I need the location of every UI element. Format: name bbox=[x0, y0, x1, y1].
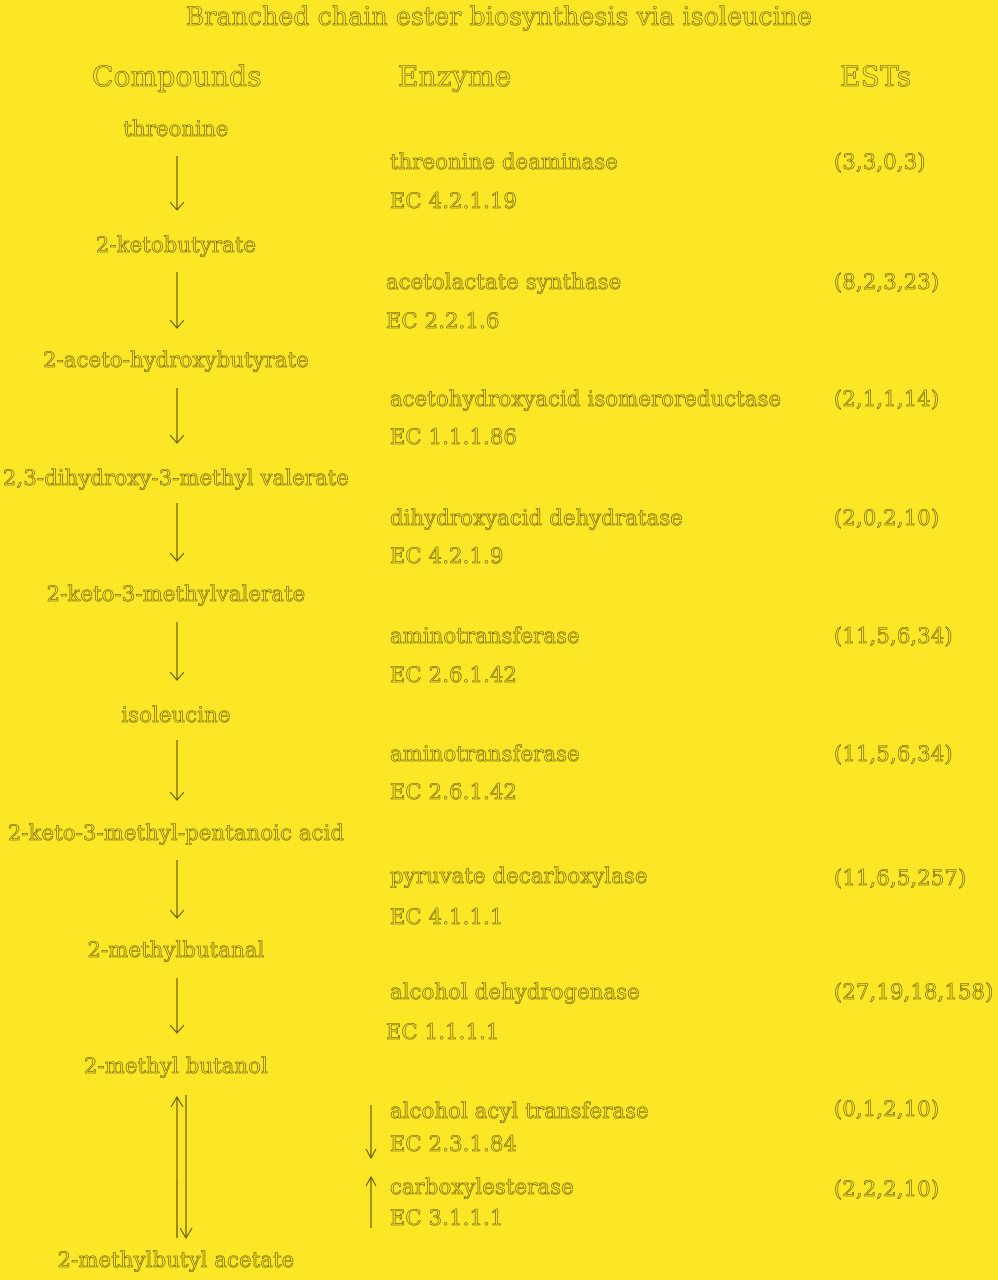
est-counts: (2,0,2,10) bbox=[834, 506, 940, 531]
down-arrow-indicator bbox=[365, 1105, 377, 1160]
up-arrow-indicator bbox=[365, 1175, 377, 1228]
ec-number: EC 2.6.1.42 bbox=[390, 780, 518, 805]
ec-number: EC 4.2.1.19 bbox=[390, 189, 518, 214]
enzyme-name: aminotransferase bbox=[390, 624, 580, 649]
est-counts: (2,2,2,10) bbox=[834, 1177, 940, 1202]
compound-keto-methyl-pentanoic-acid: 2-keto-3-methyl-pentanoic acid bbox=[7, 821, 345, 846]
ec-number: EC 4.2.1.9 bbox=[390, 544, 504, 569]
enzyme-name: acetolactate synthase bbox=[386, 270, 622, 295]
ec-number: EC 3.1.1.1 bbox=[390, 1206, 504, 1231]
reaction-arrow bbox=[169, 272, 185, 329]
enzyme-name: acetohydroxyacid isomeroreductase bbox=[390, 387, 782, 412]
est-counts: (2,1,1,14) bbox=[834, 387, 940, 412]
est-counts: (8,2,3,23) bbox=[834, 270, 940, 295]
est-counts: (3,3,0,3) bbox=[834, 150, 926, 175]
est-counts: (11,6,5,257) bbox=[834, 866, 967, 891]
compound-2-methylbutanal: 2-methylbutanal bbox=[87, 938, 265, 963]
reaction-arrow bbox=[169, 860, 185, 919]
ec-number: EC 4.1.1.1 bbox=[390, 905, 504, 930]
compound-2-methyl-butanol: 2-methyl butanol bbox=[83, 1054, 269, 1079]
enzyme-name: carboxylesterase bbox=[390, 1175, 574, 1200]
diagram-title: Branched chain ester biosynthesis via is… bbox=[185, 2, 813, 32]
compound-2-aceto-hydroxybutyrate: 2-aceto-hydroxybutyrate bbox=[43, 348, 309, 373]
ec-number: EC 1.1.1.86 bbox=[390, 425, 518, 450]
compound-2-ketobutyrate: 2-ketobutyrate bbox=[95, 233, 257, 258]
reaction-arrow bbox=[169, 156, 185, 211]
enzyme-name: dihydroxyacid dehydratase bbox=[390, 506, 683, 531]
reaction-arrow bbox=[169, 622, 185, 681]
reaction-arrow bbox=[169, 740, 185, 801]
est-counts: (11,5,6,34) bbox=[834, 742, 953, 767]
compound-keto-methylvalerate: 2-keto-3-methylvalerate bbox=[46, 582, 306, 607]
enzyme-name: aminotransferase bbox=[390, 742, 580, 767]
enzyme-name: alcohol acyl transferase bbox=[390, 1099, 649, 1124]
reaction-arrow bbox=[169, 503, 185, 562]
reaction-arrow bbox=[169, 388, 185, 444]
reaction-arrow bbox=[169, 978, 185, 1034]
reaction-arrow-forward bbox=[179, 1095, 193, 1240]
compound-threonine: threonine bbox=[123, 117, 229, 142]
header-compounds: Compounds bbox=[92, 60, 262, 94]
est-counts: (11,5,6,34) bbox=[834, 624, 953, 649]
ec-number: EC 2.2.1.6 bbox=[386, 309, 500, 334]
compound-isoleucine: isoleucine bbox=[121, 703, 231, 728]
compound-2-methylbutyl-acetate: 2-methylbutyl acetate bbox=[57, 1248, 295, 1273]
enzyme-name: pyruvate decarboxylase bbox=[390, 864, 648, 889]
compound-dihydroxy-methylvalerate: 2,3-dihydroxy-3-methyl valerate bbox=[2, 466, 350, 491]
ec-number: EC 2.6.1.42 bbox=[390, 663, 518, 688]
header-enzyme: Enzyme bbox=[398, 60, 512, 94]
header-ests: ESTs bbox=[840, 60, 912, 94]
est-counts: (27,19,18,158) bbox=[834, 980, 994, 1005]
enzyme-name: alcohol dehydrogenase bbox=[390, 980, 640, 1005]
enzyme-name: threonine deaminase bbox=[390, 150, 619, 175]
ec-number: EC 2.3.1.84 bbox=[390, 1132, 518, 1157]
ec-number: EC 1.1.1.1 bbox=[386, 1020, 500, 1045]
est-counts: (0,1,2,10) bbox=[834, 1097, 940, 1122]
